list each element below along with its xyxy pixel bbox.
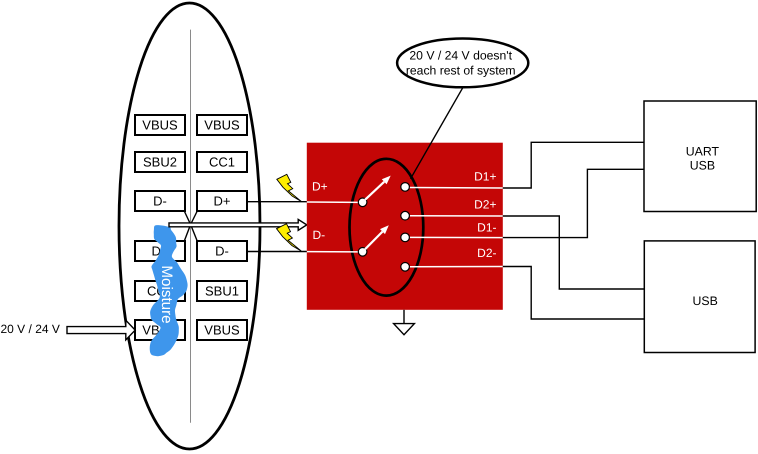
svg-text:D-: D-	[215, 244, 229, 259]
svg-text:VBUS: VBUS	[204, 323, 240, 338]
svg-text:USB: USB	[693, 294, 718, 308]
svg-text:D1+: D1+	[474, 170, 496, 184]
svg-text:SBU1: SBU1	[205, 284, 239, 299]
svg-text:USB: USB	[690, 159, 715, 173]
svg-text:Moisture: Moisture	[158, 265, 175, 323]
svg-text:20 V / 24 V doesn't: 20 V / 24 V doesn't	[409, 49, 512, 63]
svg-text:VBUS: VBUS	[142, 118, 178, 133]
svg-text:D+: D+	[214, 194, 231, 209]
svg-text:D2-: D2-	[477, 246, 496, 260]
svg-text:D1-: D1-	[477, 220, 496, 234]
svg-text:20 V / 24 V: 20 V / 24 V	[1, 322, 60, 336]
svg-text:SBU2: SBU2	[143, 155, 177, 170]
svg-text:reach rest of system: reach rest of system	[406, 64, 516, 78]
svg-text:D-: D-	[313, 228, 326, 242]
svg-text:CC1: CC1	[209, 155, 235, 170]
svg-text:UART: UART	[686, 145, 720, 159]
svg-text:D2+: D2+	[474, 198, 496, 212]
svg-text:VBUS: VBUS	[204, 118, 240, 133]
svg-text:D-: D-	[153, 194, 167, 209]
svg-text:D+: D+	[312, 179, 328, 193]
